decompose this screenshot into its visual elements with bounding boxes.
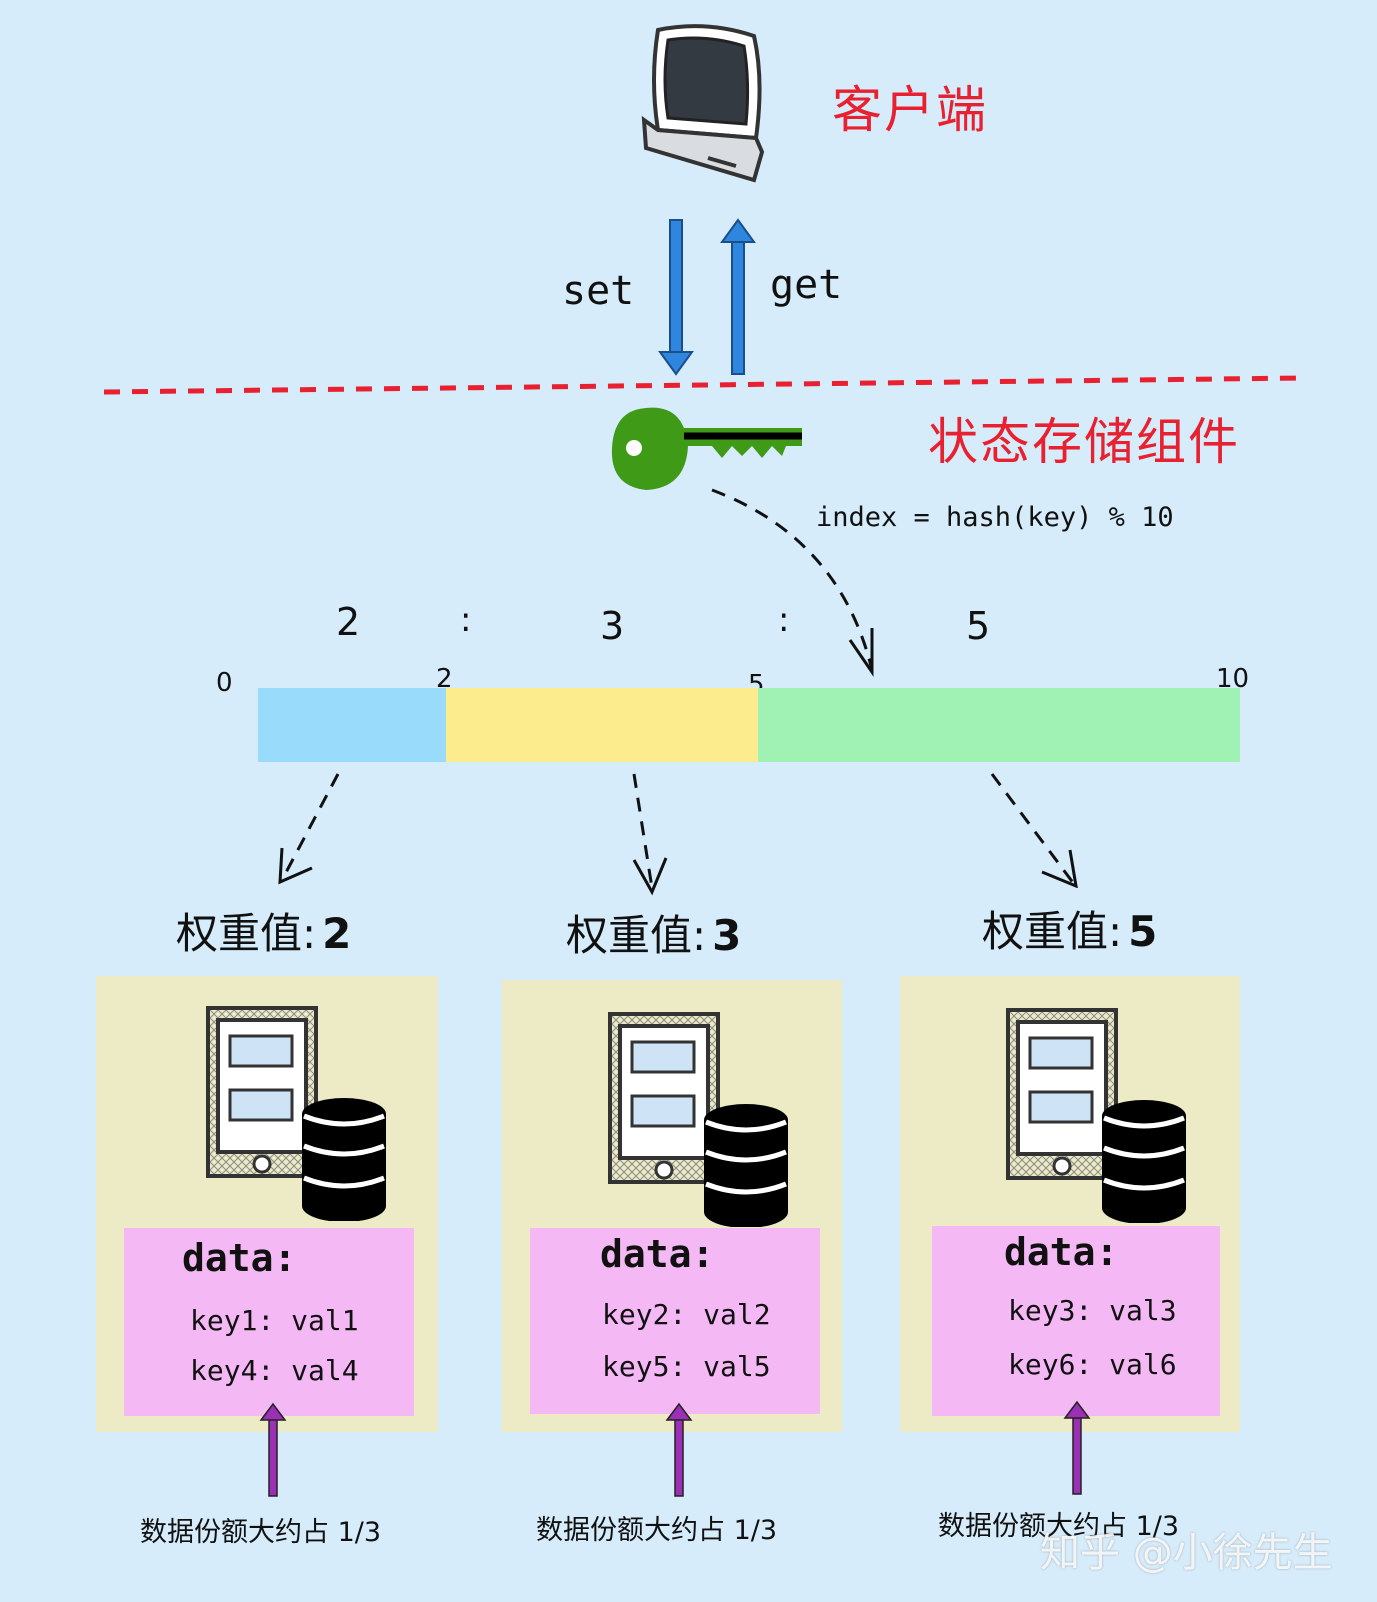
client-label: 客户端 bbox=[832, 81, 988, 139]
node-2-data-row-2: key5: val5 bbox=[602, 1350, 771, 1383]
node-1-data-row-1: key1: val1 bbox=[190, 1304, 359, 1337]
hash-formula: index = hash(key) % 10 bbox=[816, 502, 1174, 533]
node-3-data-row-2: key6: val6 bbox=[1008, 1348, 1177, 1381]
ratio-separator-2: : bbox=[778, 600, 790, 640]
node-3-caption: 数据份额大约占 1/3 bbox=[938, 1511, 1180, 1542]
ratio-weight-1: 2 bbox=[336, 600, 361, 644]
node-1-data-row-2: key4: val4 bbox=[190, 1354, 359, 1387]
segment-2-arrow bbox=[632, 773, 668, 896]
range-tick-0: 0 bbox=[216, 668, 233, 698]
storage-label: 状态存储组件 bbox=[928, 413, 1240, 471]
server-database-icon bbox=[608, 1012, 788, 1227]
set-label: set bbox=[562, 268, 635, 314]
ratio-weight-3: 5 bbox=[966, 604, 991, 648]
hash-arrow bbox=[711, 488, 874, 677]
node-1-weight-value: 2 bbox=[322, 909, 352, 958]
ratio-separator-1: : bbox=[460, 600, 472, 640]
node-3-data-title: data: bbox=[1004, 1230, 1119, 1274]
get-label: get bbox=[770, 262, 843, 308]
node-1-weight-label: 权重值: bbox=[176, 909, 317, 958]
computer-monitor-icon bbox=[641, 24, 765, 183]
server-database-icon bbox=[206, 1006, 386, 1221]
range-segment-2 bbox=[446, 688, 758, 762]
segment-1-arrow bbox=[278, 773, 340, 885]
node-1-weight: 权重值:2 bbox=[176, 900, 351, 961]
node-2-caption: 数据份额大约占 1/3 bbox=[536, 1515, 778, 1546]
set-arrow-icon bbox=[658, 219, 694, 376]
node-1-share-arrow-icon bbox=[259, 1402, 287, 1497]
node-2-weight: 权重值:3 bbox=[566, 902, 741, 963]
node-1-caption: 数据份额大约占 1/3 bbox=[140, 1517, 382, 1548]
node-1-data-title: data: bbox=[182, 1236, 297, 1280]
node-2-data-title: data: bbox=[600, 1232, 715, 1276]
node-2-weight-label: 权重值: bbox=[566, 911, 707, 960]
range-segment-1 bbox=[258, 688, 446, 762]
range-segment-3 bbox=[758, 688, 1240, 762]
node-2-weight-value: 3 bbox=[712, 911, 742, 960]
node-3-weight-label: 权重值: bbox=[982, 907, 1123, 956]
node-3-data-box: data: key3: val3 key6: val6 bbox=[932, 1226, 1220, 1416]
node-2-data-row-1: key2: val2 bbox=[602, 1298, 771, 1331]
node-3-share-arrow-icon bbox=[1063, 1400, 1091, 1495]
key-icon bbox=[611, 407, 802, 490]
node-3-data-row-1: key3: val3 bbox=[1008, 1294, 1177, 1327]
node-3-weight: 权重值:5 bbox=[982, 898, 1157, 959]
node-3-weight-value: 5 bbox=[1128, 907, 1158, 956]
ratio-weight-2: 3 bbox=[600, 604, 625, 648]
segment-3-arrow bbox=[990, 773, 1078, 888]
request-arrows bbox=[658, 218, 756, 376]
node-2-share-arrow-icon bbox=[665, 1402, 693, 1497]
watermark: 知乎 @小徐先生 bbox=[1040, 1530, 1333, 1576]
boundary-line bbox=[103, 375, 1305, 395]
node-2-data-box: data: key2: val2 key5: val5 bbox=[530, 1228, 820, 1414]
server-database-icon bbox=[1006, 1008, 1186, 1223]
get-arrow-icon bbox=[720, 218, 756, 375]
range-tick-2: 2 bbox=[436, 664, 453, 694]
node-1-data-box: data: key1: val1 key4: val4 bbox=[124, 1228, 414, 1416]
